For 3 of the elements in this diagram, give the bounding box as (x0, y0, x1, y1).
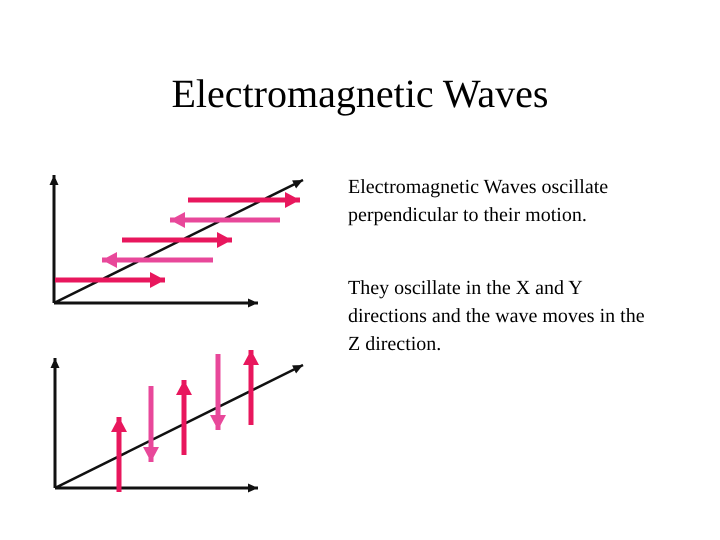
slide-title: Electromagnetic Waves (170, 70, 550, 117)
paragraph: Electromagnetic Waves oscillate perpendicular to their motion. (348, 175, 610, 228)
paragraph: They oscillate in the X and Y directions and the wave moves in the Z direction. (348, 276, 646, 357)
